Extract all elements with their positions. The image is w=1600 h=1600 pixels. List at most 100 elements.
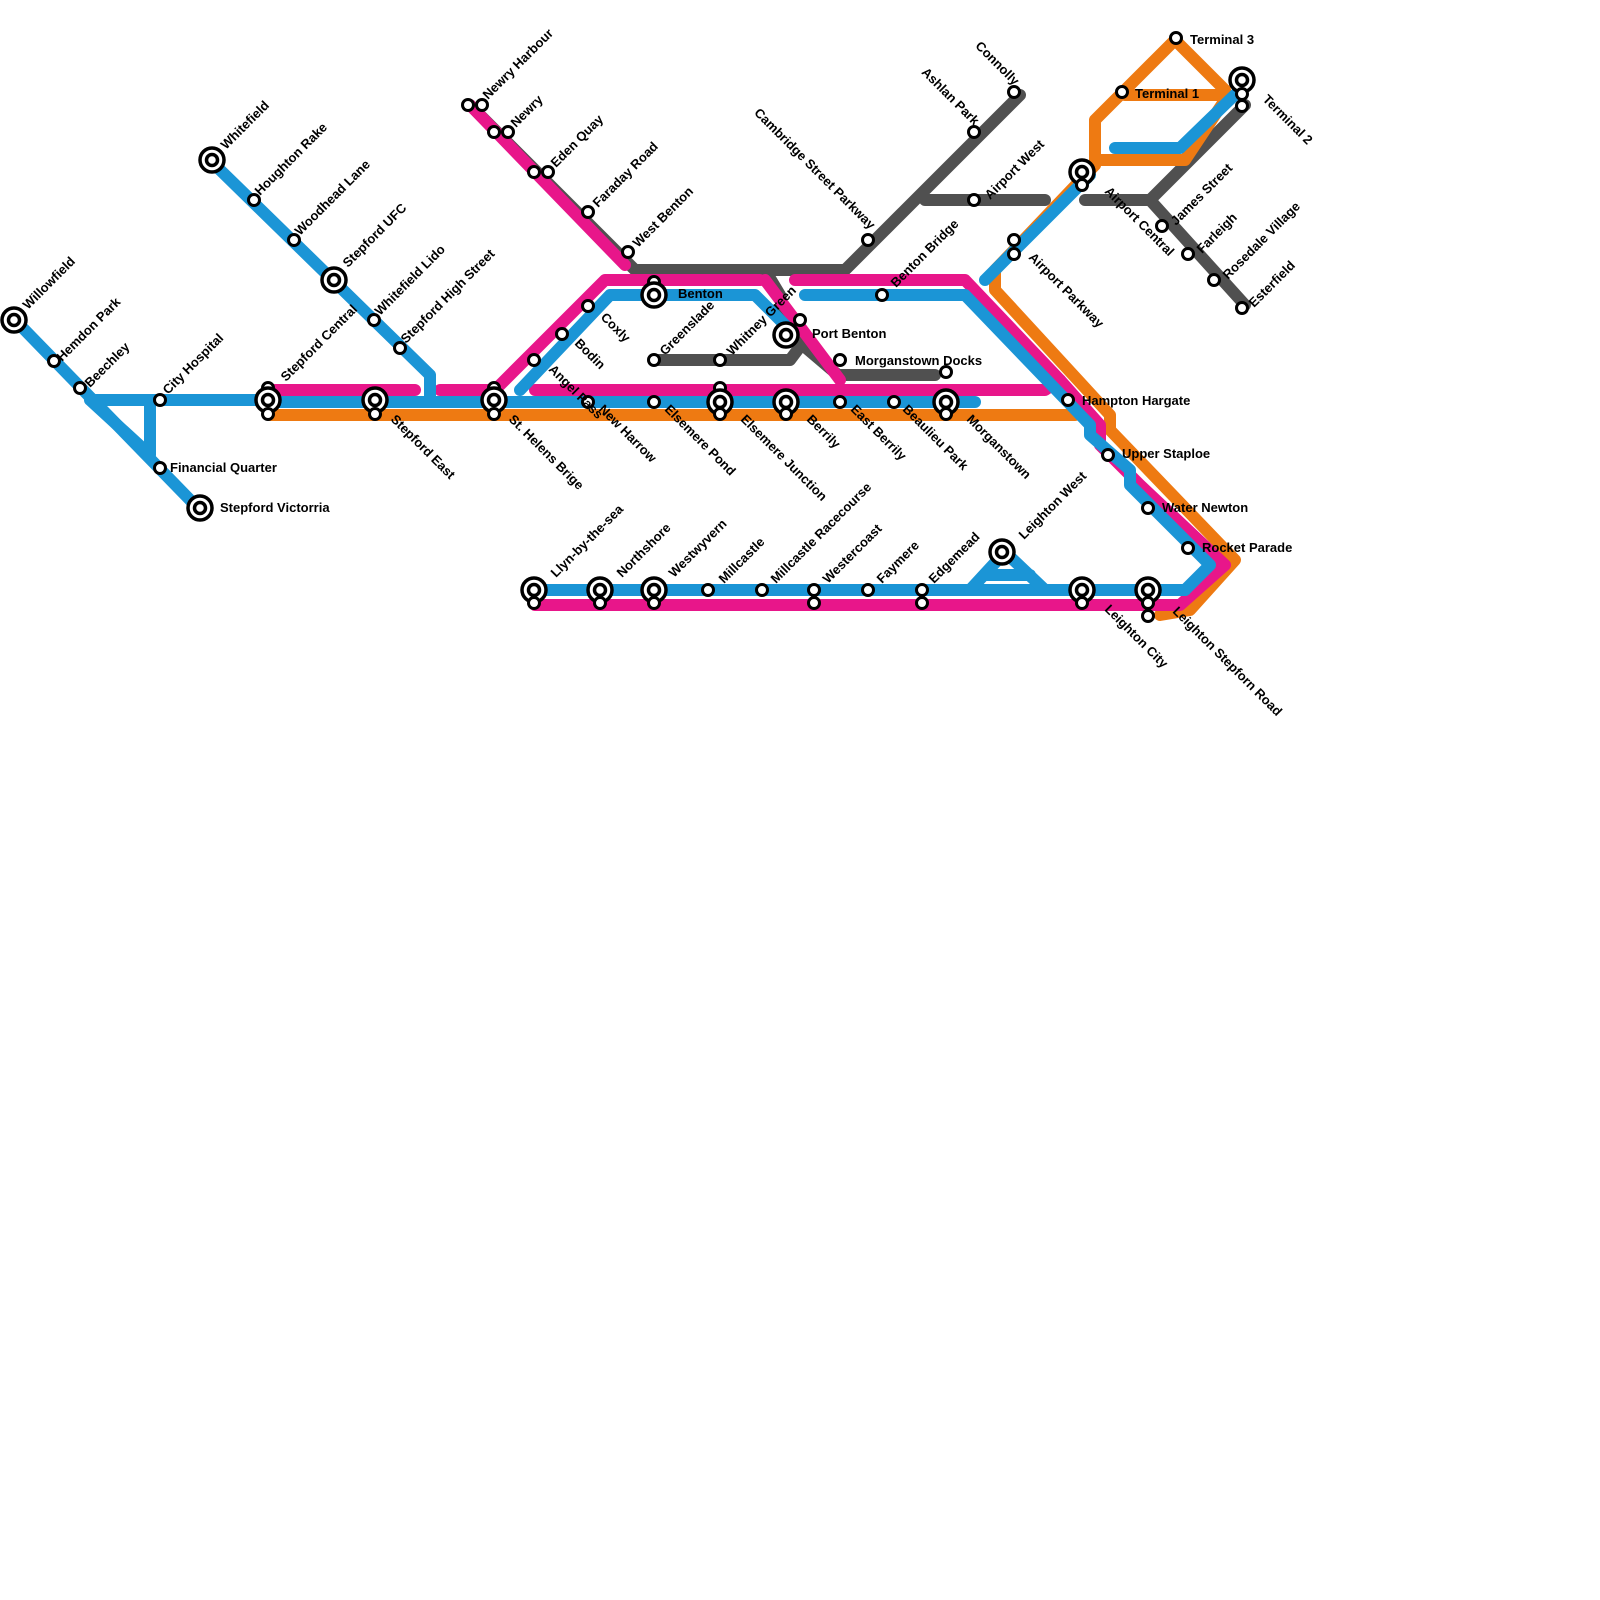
station-marker[interactable] [917,598,928,609]
station-marker[interactable] [1143,598,1154,609]
station-marker[interactable] [703,585,714,596]
station-marker[interactable] [715,409,726,420]
station-marker[interactable] [263,409,274,420]
station-marker[interactable] [835,397,846,408]
station-marker[interactable] [395,343,406,354]
interchange-station-marker[interactable] [322,268,346,292]
station-marker[interactable] [715,355,726,366]
station-marker[interactable] [1209,275,1220,286]
blue-line-city-hospital-loop [90,400,260,455]
station-marker[interactable] [1237,89,1248,100]
station-marker[interactable] [1117,87,1128,98]
station-marker[interactable] [889,397,900,408]
label-morganstown: Morganstown [964,412,1034,482]
label-morganstown-docks: Morganstown Docks [855,353,982,368]
station-marker[interactable] [969,195,980,206]
station-marker[interactable] [1077,180,1088,191]
label-newry-harbour: Newry Harbour [480,26,557,103]
label-hampton-hargate: Hampton Hargate [1082,393,1190,408]
label-cambridge-street-parkway: Cambridge Street Parkway [751,105,879,233]
station-marker[interactable] [477,100,488,111]
station-marker[interactable] [249,195,260,206]
station-marker[interactable] [1143,611,1154,622]
label-leighton-stepford-road: Leighton Stepforn Road [1170,604,1285,719]
interchange-station-marker[interactable] [774,323,798,347]
station-markers [2,33,1254,622]
station-marker[interactable] [1009,249,1020,260]
station-marker[interactable] [370,409,381,420]
label-stepford-central: Stepford Central [278,302,361,385]
station-marker[interactable] [543,167,554,178]
label-terminal-1: Terminal 1 [1135,86,1199,101]
label-beechley: Beechley [82,339,134,391]
station-marker[interactable] [941,409,952,420]
station-marker[interactable] [1077,598,1088,609]
station-marker[interactable] [877,290,888,301]
station-marker[interactable] [649,598,660,609]
station-marker[interactable] [1009,235,1020,246]
station-marker[interactable] [489,127,500,138]
station-marker[interactable] [969,127,980,138]
label-ashlan-park: Ashlan Park [919,64,983,128]
label-faymere: Faymere [874,538,922,586]
station-marker[interactable] [1009,87,1020,98]
station-marker[interactable] [529,598,540,609]
label-west-benton: West Benton [630,183,697,250]
station-marker[interactable] [529,355,540,366]
label-coxly: Coxly [598,310,634,346]
station-marker[interactable] [289,235,300,246]
station-marker[interactable] [155,395,166,406]
label-airport-west: Airport West [982,136,1048,202]
interchange-station-marker[interactable] [2,308,26,332]
station-marker[interactable] [1237,303,1248,314]
label-airport-parkway: Airport Parkway [1026,250,1108,332]
station-marker[interactable] [863,235,874,246]
interchange-station-marker[interactable] [200,148,224,172]
label-woodhead-lane: Woodhead Lane [292,157,373,238]
station-marker[interactable] [809,585,820,596]
label-bodin: Bodin [572,336,609,373]
interchange-station-marker[interactable] [642,283,666,307]
station-marker[interactable] [809,598,820,609]
station-marker[interactable] [835,355,846,366]
interchange-station-marker[interactable] [188,496,212,520]
station-marker[interactable] [1143,503,1154,514]
station-marker[interactable] [503,127,514,138]
station-marker[interactable] [623,247,634,258]
station-marker[interactable] [155,463,166,474]
station-marker[interactable] [863,585,874,596]
station-marker[interactable] [529,167,540,178]
station-marker[interactable] [1063,395,1074,406]
station-marker[interactable] [795,315,806,326]
interchange-station-marker[interactable] [990,540,1014,564]
station-marker[interactable] [781,409,792,420]
station-marker[interactable] [917,585,928,596]
station-marker[interactable] [489,409,500,420]
station-marker[interactable] [595,598,606,609]
station-marker[interactable] [1183,543,1194,554]
label-willowfield: Willowfield [20,254,79,313]
station-marker[interactable] [941,367,952,378]
station-marker[interactable] [757,585,768,596]
station-marker[interactable] [1171,33,1182,44]
label-esterfield: Esterfield [1246,258,1299,311]
label-northshore: Northshore [614,520,674,580]
station-marker[interactable] [583,207,594,218]
station-marker[interactable] [649,355,660,366]
grey-line-connolly-branch [765,95,1020,270]
station-marker[interactable] [75,383,86,394]
label-leighton-west: Leighton West [1016,468,1090,542]
label-st-helens-bridge: St. Helens Brige [506,412,587,493]
label-financial-quarter: Financial Quarter [170,460,277,475]
station-marker[interactable] [1183,249,1194,260]
station-marker[interactable] [1103,450,1114,461]
station-marker[interactable] [583,301,594,312]
label-terminal-3: Terminal 3 [1190,32,1254,47]
station-marker[interactable] [369,315,380,326]
station-marker[interactable] [649,397,660,408]
station-marker[interactable] [463,100,474,111]
route-lines [15,40,1245,615]
station-marker[interactable] [1237,101,1248,112]
station-marker[interactable] [557,329,568,340]
